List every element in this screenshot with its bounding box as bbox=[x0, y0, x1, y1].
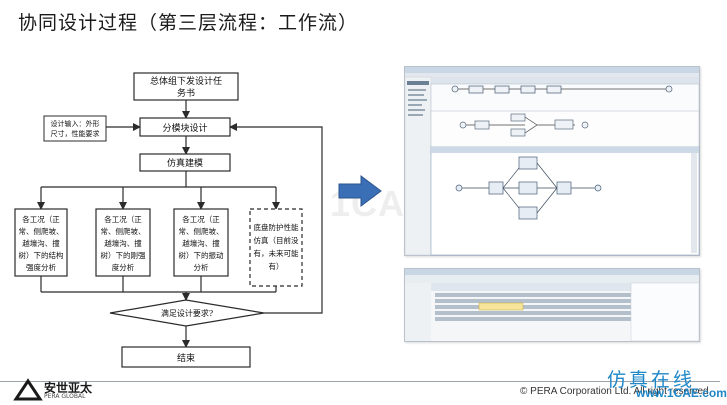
svg-text:越壕沟、撞: 越壕沟、撞 bbox=[22, 238, 60, 248]
logo-subtitle: PERA GLOBAL bbox=[44, 393, 86, 400]
svg-text:满足设计要求?: 满足设计要求? bbox=[161, 308, 213, 318]
svg-text:分模块设计: 分模块设计 bbox=[162, 122, 207, 134]
svg-text:设计输入：外形: 设计输入：外形 bbox=[51, 119, 100, 128]
svg-text:有）: 有） bbox=[269, 261, 284, 271]
svg-text:树）下的振动: 树）下的振动 bbox=[179, 250, 224, 260]
slide-title: 协同设计过程（第三层流程：工作流） bbox=[18, 12, 359, 34]
start-node: 总体组下发设计任 务书 bbox=[133, 72, 239, 101]
input-note: 设计输入：外形 尺寸，性能要求 bbox=[43, 115, 107, 142]
svg-text:仿真（目前没: 仿真（目前没 bbox=[254, 235, 299, 245]
svg-text:总体组下发设计任: 总体组下发设计任 bbox=[150, 75, 222, 87]
flowchart: 总体组下发设计任 务书 设计输入：外形 尺寸，性能要求 分模块设计 仿真建模 各… bbox=[14, 72, 323, 368]
svg-text:越壕沟、撞: 越壕沟、撞 bbox=[182, 238, 220, 248]
svg-text:尺寸，性能要求: 尺寸，性能要求 bbox=[51, 129, 100, 138]
svg-text:越壕沟、撞: 越壕沟、撞 bbox=[104, 238, 142, 248]
copyright-text: © PERA Corporation Ltd. All right reserv… bbox=[520, 386, 712, 397]
branch-stiffness: 各工况（正 常、侧爬坡、 越壕沟、撞 树）下的刚强 度分析 bbox=[95, 208, 151, 277]
svg-text:常、侧爬坡、: 常、侧爬坡、 bbox=[19, 226, 64, 236]
workflow-editor-screenshot bbox=[404, 66, 700, 256]
branch-chassis-protection: 底盘防护性能 仿真（目前没 有，未来可能 有） bbox=[249, 208, 303, 287]
logo-name: 安世亚太 bbox=[44, 381, 93, 395]
decision-node: 满足设计要求? bbox=[109, 299, 265, 327]
svg-text:分析: 分析 bbox=[194, 262, 209, 272]
svg-text:有，未来可能: 有，未来可能 bbox=[254, 248, 299, 258]
simulation-node: 仿真建模 bbox=[139, 153, 231, 172]
brand-url[interactable]: www.1CAE.com bbox=[636, 386, 727, 400]
svg-text:底盘防护性能: 底盘防护性能 bbox=[254, 222, 299, 232]
branch-vibration: 各工况（正 常、侧爬坡、 越壕沟、撞 树）下的振动 分析 bbox=[173, 208, 229, 277]
svg-text:度分析: 度分析 bbox=[112, 262, 135, 272]
svg-text:树）下的刚强: 树）下的刚强 bbox=[101, 250, 146, 260]
svg-text:常、侧爬坡、: 常、侧爬坡、 bbox=[101, 226, 146, 236]
end-node: 结束 bbox=[121, 346, 251, 368]
svg-text:务书: 务书 bbox=[177, 87, 195, 99]
brand-chinese: 仿真在线 bbox=[607, 369, 696, 391]
svg-text:结束: 结束 bbox=[177, 352, 195, 364]
svg-text:各工况（正: 各工况（正 bbox=[104, 214, 142, 224]
right-arrow-icon bbox=[338, 175, 382, 207]
svg-text:各工况（正: 各工况（正 bbox=[22, 214, 60, 224]
footer-divider bbox=[0, 381, 720, 382]
svg-text:常、侧爬坡、: 常、侧爬坡、 bbox=[179, 226, 224, 236]
svg-text:树）下的结构: 树）下的结构 bbox=[19, 250, 64, 260]
logo-triangle-icon bbox=[13, 378, 43, 401]
svg-text:各工况（正: 各工况（正 bbox=[182, 214, 220, 224]
task-list-screenshot bbox=[404, 268, 700, 342]
module-design-node: 分模块设计 bbox=[139, 117, 231, 137]
svg-text:强度分析: 强度分析 bbox=[26, 262, 56, 272]
svg-text:仿真建模: 仿真建模 bbox=[167, 157, 203, 169]
branch-structural-strength: 各工况（正 常、侧爬坡、 越壕沟、撞 树）下的结构 强度分析 bbox=[14, 208, 68, 277]
company-logo: 安世亚太 PERA GLOBAL bbox=[13, 378, 104, 403]
